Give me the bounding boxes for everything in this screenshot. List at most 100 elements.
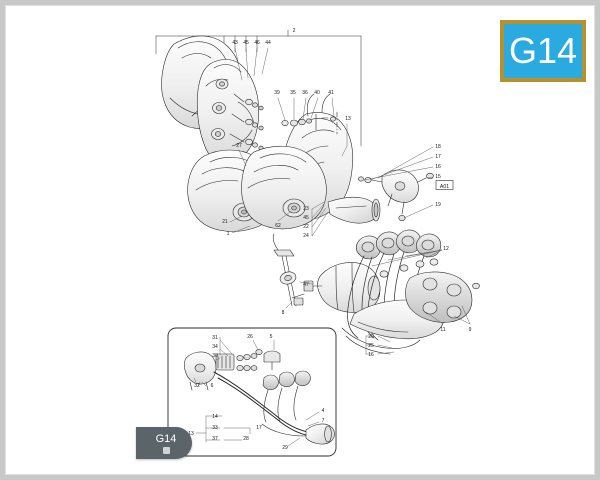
callout-text: 37: [212, 436, 218, 442]
callout-text: 4: [322, 408, 325, 414]
callout-text: 9: [469, 327, 472, 333]
callout-14: 14: [212, 414, 218, 420]
callout-text: 62: [275, 223, 281, 229]
callout-12: 12: [443, 246, 449, 252]
callout-7: 7: [322, 418, 325, 424]
callout-36: 36: [302, 90, 308, 96]
callout-text: 11: [440, 327, 445, 333]
callout-text: 43: [232, 40, 238, 46]
callout-40: 40: [314, 90, 320, 96]
callout-2: 2: [293, 28, 296, 34]
callout-44: 44: [265, 40, 271, 46]
callout-text: 22: [303, 224, 309, 230]
callout-28: 28: [243, 436, 249, 442]
callout-text: 19: [435, 202, 441, 208]
callout-35: 35: [290, 90, 296, 96]
callout-16: 16: [435, 164, 441, 170]
callout-text: 8: [282, 310, 285, 316]
callout-text: 17: [435, 154, 441, 160]
callout-39: 39: [274, 90, 280, 96]
callout-45: 45: [303, 215, 309, 221]
callout-29: 29: [282, 445, 288, 451]
callout-16: 16: [368, 352, 374, 358]
callout-15: 15: [435, 174, 441, 180]
callout-text: 1: [227, 231, 230, 237]
leader-lines: [229, 47, 471, 355]
callout-text: 36: [302, 90, 308, 96]
ladder-bracket-low: [365, 335, 373, 355]
callout-text: 13: [345, 116, 351, 122]
callout-8: 8: [282, 310, 285, 316]
callout-text: 18: [435, 144, 441, 150]
callout-text: 6: [211, 383, 214, 389]
callout-text: 16: [435, 164, 441, 170]
callout-30: 30: [212, 353, 218, 359]
callout-text: 17: [256, 425, 262, 431]
mounting-strap: [358, 169, 434, 221]
callout-text: 26: [247, 334, 253, 340]
callout-text: 25: [368, 343, 374, 349]
callout-6: 6: [211, 383, 214, 389]
page-badge: G14: [500, 20, 586, 82]
callout-32: 32: [194, 383, 200, 389]
callout-text: 44: [265, 40, 271, 46]
callout-20: 20: [368, 334, 374, 340]
callout-17: 17: [435, 154, 441, 160]
callout-text: 14: [212, 414, 218, 420]
callout-text: 23: [303, 206, 309, 212]
callout-text: 20: [368, 334, 374, 340]
callout-13: 13: [188, 431, 194, 437]
section-tab-label: G14: [155, 432, 177, 445]
section-tab[interactable]: G14: [136, 427, 192, 459]
callout-text: 34: [212, 344, 218, 350]
callout-31: 31: [212, 335, 218, 341]
callout-text: 2: [293, 28, 296, 34]
callout-text: 45: [303, 215, 309, 221]
callout-text: 24: [303, 233, 309, 239]
callout-text: 46: [254, 40, 260, 46]
callout-13: 13: [345, 116, 351, 122]
callout-text: 32: [194, 383, 200, 389]
callout-text: 16: [368, 352, 374, 358]
page-badge-label: G14: [508, 30, 578, 71]
callout-4: 4: [322, 408, 325, 414]
callout-text: 21: [222, 219, 228, 225]
square-icon: [162, 446, 170, 454]
callout-box: [435, 180, 454, 190]
callout-22: 22: [303, 224, 309, 230]
manifold-flanges-upper: [356, 229, 442, 260]
callout-text: 33: [212, 425, 218, 431]
callout-text: 35: [290, 90, 296, 96]
callout-text: 30: [212, 353, 218, 359]
callout-text: 41: [328, 90, 334, 96]
callout-text: 7: [322, 418, 325, 424]
callout-18: 18: [435, 144, 441, 150]
callout-17: 17: [256, 425, 262, 431]
callout-25: 25: [368, 343, 374, 349]
callout-text: 45: [243, 40, 249, 46]
callout-a01: A01: [435, 180, 454, 190]
callout-62: 62: [275, 223, 281, 229]
callout-5: 5: [270, 334, 273, 340]
cover-plate: [196, 59, 260, 165]
callout-43: 43: [232, 40, 238, 46]
exhaust-manifold: [341, 229, 473, 355]
callout-23: 23: [303, 206, 309, 212]
lambda-sensor: [272, 233, 305, 307]
callout-text: 47: [303, 282, 309, 288]
callout-34: 34: [212, 344, 218, 350]
callout-9: 9: [469, 327, 472, 333]
callout-text: 13: [188, 431, 194, 437]
callout-text: 28: [243, 436, 249, 442]
callout-24: 24: [303, 233, 309, 239]
callout-text: 40: [314, 90, 320, 96]
callout-37: 37: [212, 436, 218, 442]
callout-text: A01: [440, 184, 449, 190]
callout-27: 27: [236, 143, 242, 149]
callout-text: 5: [270, 334, 273, 340]
callout-46: 46: [254, 40, 260, 46]
callout-text: 12: [443, 246, 449, 252]
silencer-hardware: [281, 111, 338, 135]
